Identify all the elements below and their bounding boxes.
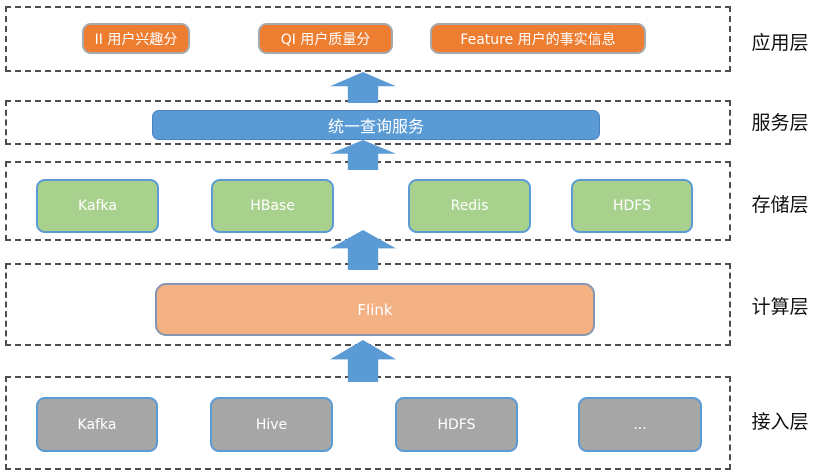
layer-label-service: 服务层 (751, 112, 809, 134)
node-access-hdfs: HDFS (395, 397, 518, 452)
node-access-more: ... (578, 397, 702, 452)
up-arrow-icon (330, 72, 396, 103)
node-storage-kafka: Kafka (36, 179, 159, 233)
node-user-fact-info: Feature 用户的事实信息 (430, 23, 646, 54)
layer-application (5, 6, 731, 72)
layer-label-storage: 存储层 (751, 194, 809, 216)
node-unified-query-service: 统一查询服务 (152, 110, 600, 140)
node-storage-hbase: HBase (211, 179, 334, 233)
node-user-quality-score: QI 用户质量分 (258, 23, 393, 54)
layer-label-application: 应用层 (751, 32, 809, 54)
node-access-hive: Hive (210, 397, 333, 452)
node-flink: Flink (155, 283, 595, 336)
layer-label-access: 接入层 (751, 411, 809, 433)
layer-label-compute: 计算层 (751, 296, 809, 318)
node-user-interest-score: II 用户兴趣分 (82, 23, 190, 54)
node-storage-redis: Redis (408, 179, 531, 233)
node-storage-hdfs: HDFS (571, 179, 693, 233)
node-access-kafka: Kafka (36, 397, 158, 452)
